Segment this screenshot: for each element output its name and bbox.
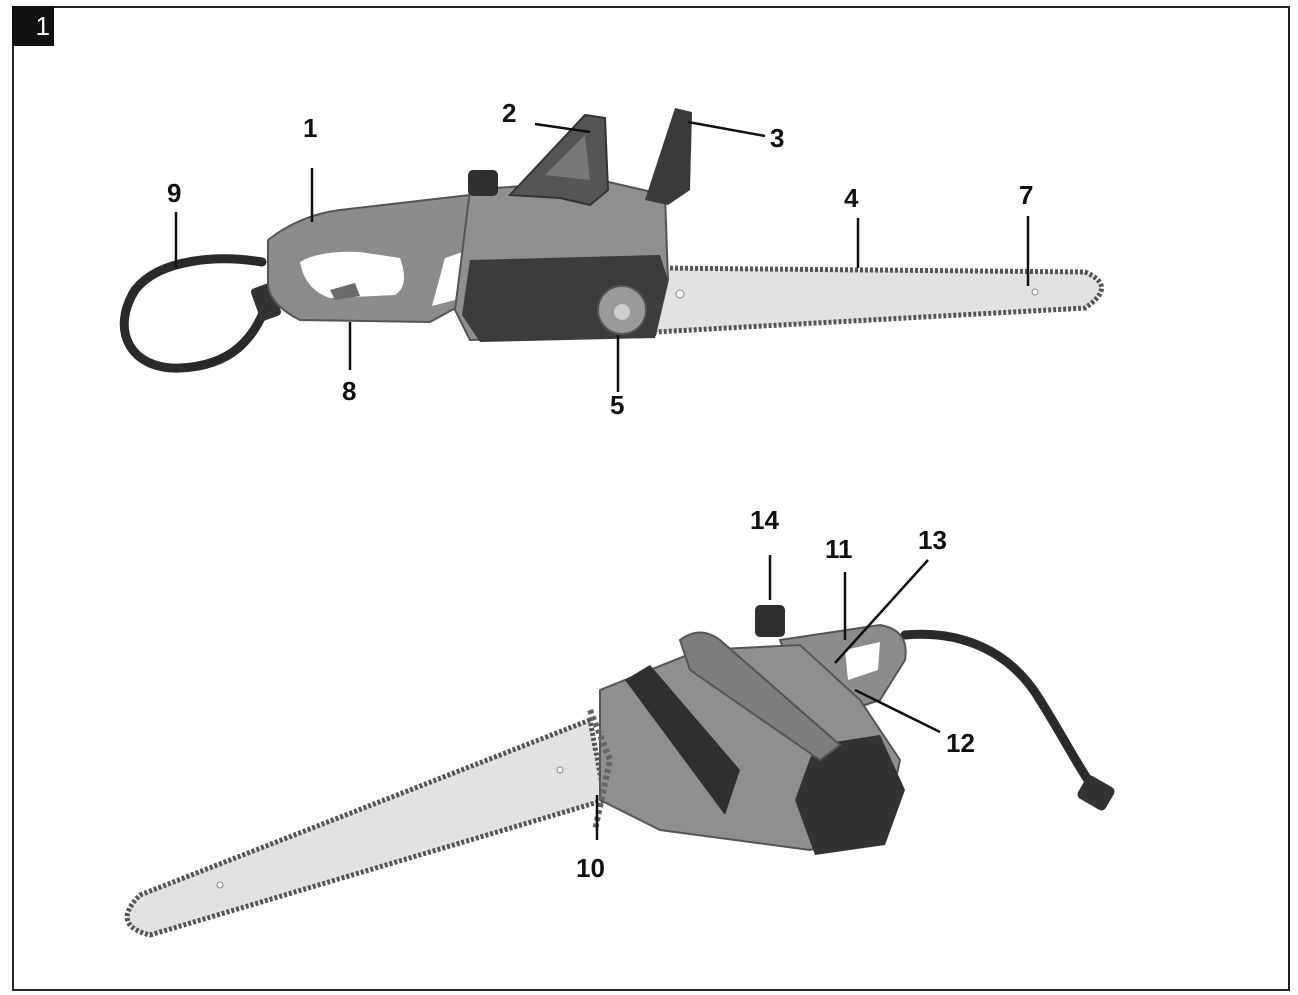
- chainsaw-side-view: [119, 108, 1104, 373]
- callout-12: 12: [946, 728, 975, 758]
- callout-10: 10: [576, 853, 605, 883]
- callout-2: 2: [502, 98, 517, 128]
- callout-8: 8: [342, 376, 357, 406]
- power-cable: [119, 254, 273, 373]
- oil-cap: [468, 170, 498, 196]
- figure-number: 1: [12, 6, 54, 46]
- guide-bar: [652, 265, 1104, 335]
- front-handle-2: [678, 631, 842, 762]
- plug-2: [1077, 775, 1115, 811]
- guide-bar-2: [124, 716, 608, 938]
- callout-1: 1: [303, 113, 318, 143]
- bar-nose-hole: [1031, 288, 1039, 296]
- leader-lines: [174, 120, 1030, 840]
- oil-cap-2: [755, 605, 785, 637]
- callout-7: 7: [1019, 180, 1034, 210]
- callout-3: 3: [770, 123, 785, 153]
- power-cable-2: [900, 629, 1100, 795]
- callout-5: 5: [610, 390, 625, 420]
- chainsaw-rear-view: [124, 605, 1115, 938]
- hand-guard-2: [625, 665, 740, 815]
- trigger: [330, 283, 360, 300]
- figure-frame: [12, 6, 1290, 991]
- callout-9: 9: [167, 178, 182, 208]
- chain-brake-guard: [645, 108, 692, 205]
- motor-end: [795, 735, 905, 855]
- callout-4: 4: [844, 183, 859, 213]
- callout-13: 13: [918, 525, 947, 555]
- callout-14: 14: [750, 505, 779, 535]
- callout-11: 11: [825, 534, 853, 564]
